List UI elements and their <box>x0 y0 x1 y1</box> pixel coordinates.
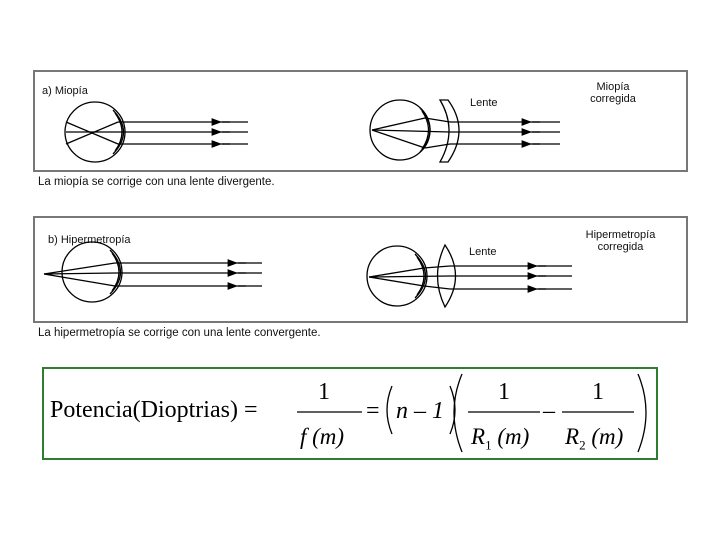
frac3-denominator: R2 (m) <box>565 425 623 452</box>
frac3-r: R <box>565 424 579 449</box>
frac3-m: (m) <box>591 424 623 449</box>
frac2-r: R <box>471 424 485 449</box>
frac2-subscript: 1 <box>485 438 492 453</box>
paren-left-small <box>387 386 392 434</box>
formula-n-term: n – 1 <box>396 399 444 423</box>
paren-right-large <box>638 374 646 452</box>
frac2-numerator: 1 <box>498 380 510 404</box>
frac2-denominator: R1 (m) <box>471 425 529 452</box>
frac2-m: (m) <box>497 424 529 449</box>
frac3-subscript: 2 <box>579 438 586 453</box>
formula-minus: – <box>543 399 555 423</box>
frac3-numerator: 1 <box>592 380 604 404</box>
frac1-denominator: f (m) <box>300 425 344 448</box>
formula-equals: = <box>366 399 380 423</box>
